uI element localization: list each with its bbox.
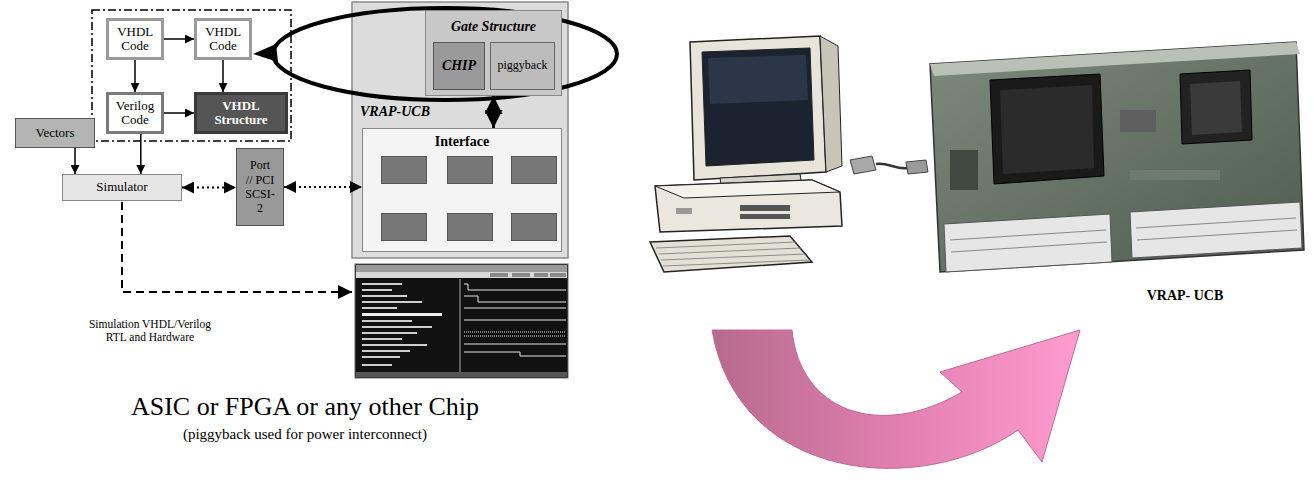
vectors-box: Vectors — [15, 118, 95, 148]
interface-module — [381, 213, 427, 241]
port-box: Port // PCI SCSI-2 — [236, 148, 284, 226]
chip-box: CHIP — [433, 42, 485, 90]
code-box: VHDL Code — [194, 18, 252, 60]
code-group-outline — [92, 10, 291, 141]
arrow-connector — [222, 60, 224, 92]
vrap-housing — [352, 2, 568, 258]
node-text: piggyback — [498, 59, 548, 72]
node-text: Simulator — [96, 180, 147, 194]
arrow-connector — [164, 38, 194, 40]
piggyback-box: piggyback — [490, 42, 555, 90]
interface-module — [511, 213, 557, 241]
node-text: Port // PCI SCSI-2 — [245, 158, 274, 216]
structure-box: VHDL Structure — [194, 92, 288, 134]
caption-text: (piggyback used for power interconnect) — [183, 426, 427, 443]
callout-ellipse — [253, 8, 617, 100]
interface-module — [381, 156, 427, 184]
dotted-connector — [284, 186, 362, 188]
arrow-connector — [492, 96, 495, 128]
arrow-connector — [134, 60, 136, 92]
node-text: VHDL Structure — [214, 99, 267, 128]
gate-structure-box: Gate StructureCHIP piggyback — [425, 10, 562, 96]
computer-illustration — [650, 36, 842, 272]
waveform-screenshot — [355, 264, 568, 378]
arrow-connector — [164, 112, 194, 114]
caption-text: Simulation VHDL/Verilog RTL and Hardware — [80, 318, 220, 344]
interface-module — [447, 213, 493, 241]
curved-arrow — [712, 330, 1080, 468]
simulator-box: Simulator — [62, 174, 182, 201]
cable-illustration — [850, 156, 928, 174]
interface-module — [447, 156, 493, 184]
arrow-connector — [140, 134, 142, 174]
code-box: Verilog Code — [106, 92, 164, 134]
node-text: VHDL Code — [205, 25, 241, 54]
interface-module — [511, 156, 557, 184]
arrow-connector — [74, 148, 76, 174]
node-text: Vectors — [36, 126, 75, 140]
node-text: VRAP-UCB — [360, 104, 430, 119]
vrap-housing: VRAP-UCB Gate StructureCHIP piggybackInter… — [352, 2, 568, 258]
interface-box: Interface — [362, 128, 562, 252]
caption-text: VRAP- UCB — [1147, 288, 1224, 304]
caption-text: ASIC or FPGA or any other Chip — [131, 392, 479, 422]
dotted-connector — [182, 187, 236, 189]
code-box: VHDL Code — [106, 18, 164, 60]
node-text: Gate Structure — [451, 19, 536, 34]
vrap-board-photo — [930, 42, 1304, 272]
node-text: Interface — [435, 134, 489, 149]
node-text: VHDL Code — [117, 25, 153, 54]
node-text: Verilog Code — [116, 99, 154, 128]
node-text: CHIP — [442, 58, 476, 73]
